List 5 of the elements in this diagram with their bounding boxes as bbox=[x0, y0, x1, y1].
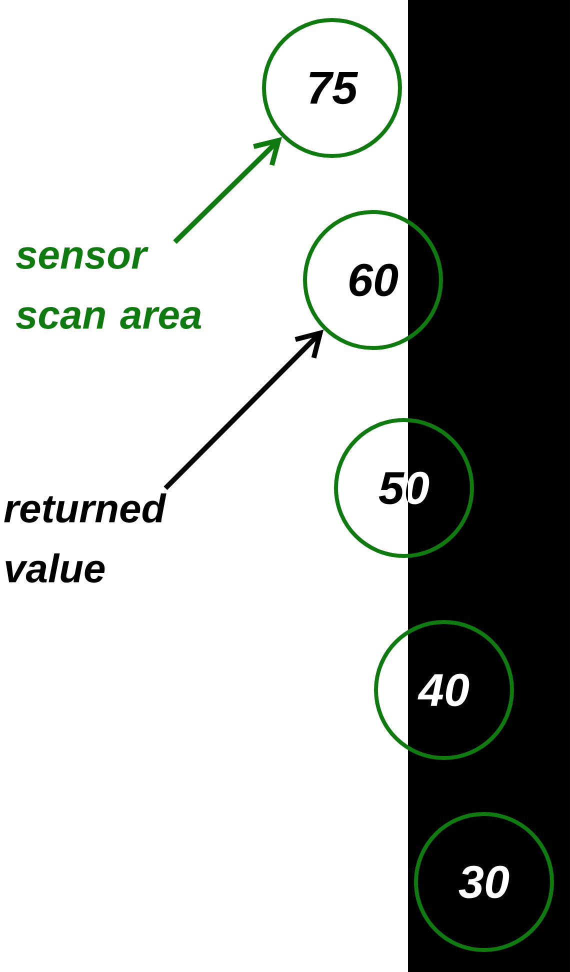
callout-text: sensor scan area bbox=[16, 247, 202, 329]
arrow bbox=[164, 330, 324, 490]
arrow bbox=[173, 137, 282, 244]
callout-text: returned value bbox=[4, 493, 166, 583]
scan-circle bbox=[334, 418, 474, 558]
